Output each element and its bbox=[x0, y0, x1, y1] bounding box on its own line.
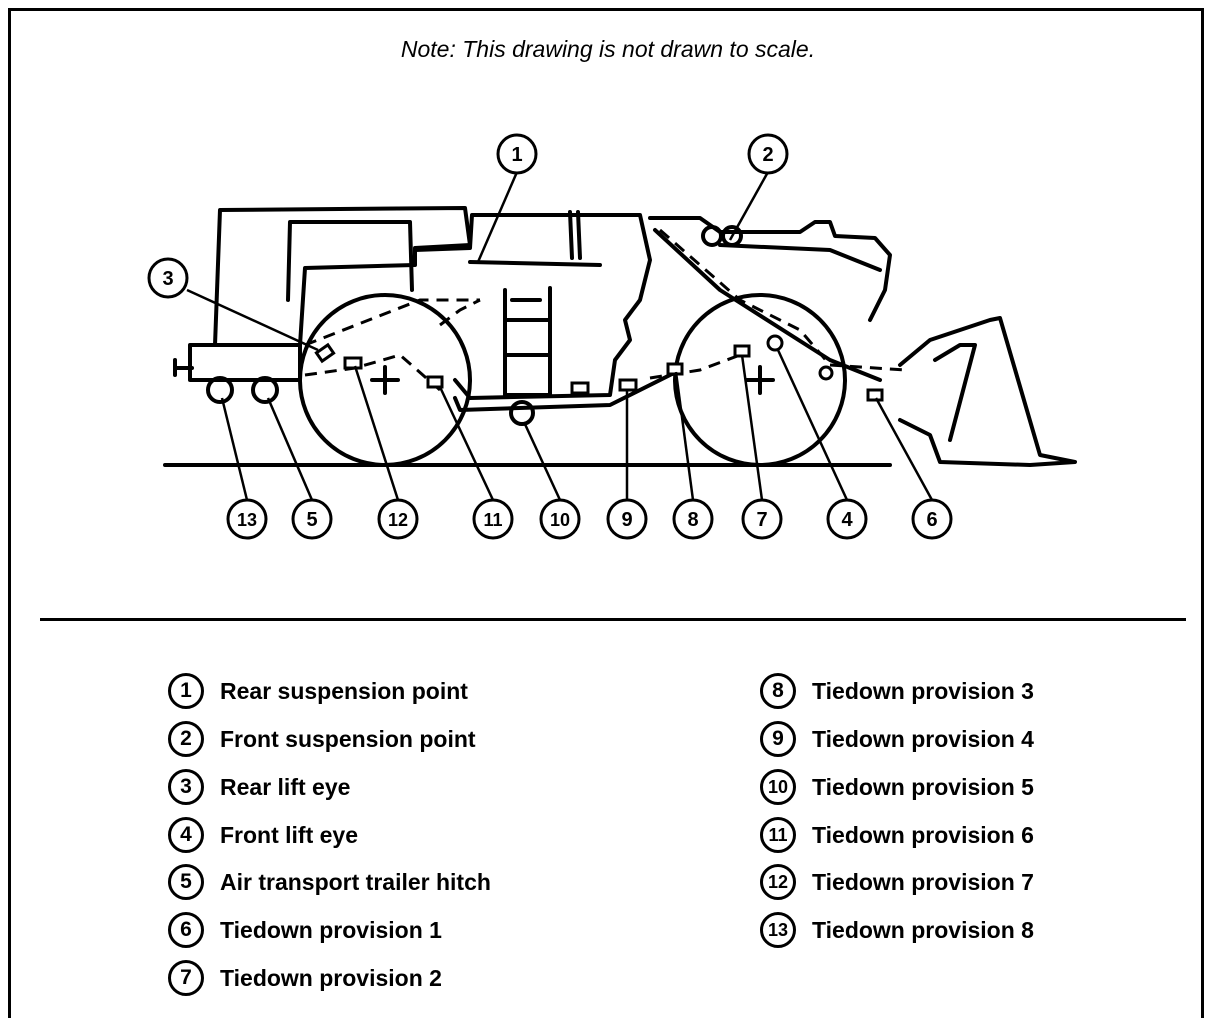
legend-label: Front suspension point bbox=[220, 725, 476, 752]
legend-item: 6 Tiedown provision 1 bbox=[168, 910, 442, 950]
rear-inner-housing bbox=[286, 220, 414, 302]
callout-6-circle bbox=[911, 498, 953, 540]
legend-item: 1 Rear suspension point bbox=[168, 671, 468, 711]
legend-label: Rear suspension point bbox=[220, 677, 468, 704]
legend-item: 2 Front suspension point bbox=[168, 719, 476, 759]
legend-label: Rear lift eye bbox=[220, 773, 351, 800]
callout-4: 4 bbox=[841, 509, 853, 531]
frame-rail bbox=[453, 368, 682, 412]
callout-5-circle bbox=[291, 498, 333, 540]
legend-item: 9 Tiedown provision 4 bbox=[760, 719, 1034, 759]
legend-label: Tiedown provision 5 bbox=[812, 773, 1034, 800]
legend-label: Tiedown provision 2 bbox=[220, 964, 442, 991]
legend-item: 5 Air transport trailer hitch bbox=[168, 862, 491, 902]
diagram-frame bbox=[8, 8, 1204, 1018]
callout-3: 3 bbox=[162, 268, 173, 290]
legend-number: 12 bbox=[760, 864, 796, 900]
loader-arm bbox=[648, 216, 892, 322]
legend-label: Front lift eye bbox=[220, 821, 359, 848]
bucket bbox=[898, 316, 1077, 467]
callout-8: 8 bbox=[687, 509, 698, 531]
hitch-wheel-front bbox=[251, 376, 279, 404]
callout-2: 2 bbox=[762, 144, 773, 166]
callout-13-circle bbox=[226, 498, 268, 540]
callout-10-circle bbox=[539, 498, 581, 540]
loader-drawing: 1 2 3 13 5 12 11 10 9 8 7 4 6 bbox=[147, 133, 1077, 540]
callout-12: 12 bbox=[388, 510, 408, 530]
callout-7: 7 bbox=[756, 509, 767, 531]
rear-bumper bbox=[188, 343, 302, 382]
callout-2-circle bbox=[747, 133, 789, 175]
callout-11: 11 bbox=[483, 510, 502, 530]
rear-wheel bbox=[298, 293, 472, 467]
legend-item: 8 Tiedown provision 3 bbox=[760, 671, 1034, 711]
legend-number: 5 bbox=[168, 864, 204, 900]
hitch-wheel-rear bbox=[206, 376, 234, 404]
section-divider bbox=[40, 618, 1186, 621]
main-body bbox=[413, 213, 652, 400]
legend-item: 3 Rear lift eye bbox=[168, 767, 350, 807]
legend-label: Tiedown provision 6 bbox=[812, 821, 1034, 848]
legend-number: 11 bbox=[760, 817, 796, 853]
legend-label: Air transport trailer hitch bbox=[220, 868, 491, 895]
legend-number: 6 bbox=[168, 912, 204, 948]
legend-item: 10 Tiedown provision 5 bbox=[760, 767, 1034, 807]
legend-label: Tiedown provision 4 bbox=[812, 725, 1034, 752]
callout-11-circle bbox=[472, 498, 514, 540]
legend-number: 9 bbox=[760, 721, 796, 757]
callout-12-circle bbox=[377, 498, 419, 540]
ladder bbox=[503, 286, 552, 397]
legend-number: 4 bbox=[168, 817, 204, 853]
callout-10: 10 bbox=[550, 510, 570, 530]
callout-9: 9 bbox=[621, 509, 632, 531]
callout-5: 5 bbox=[306, 509, 317, 531]
legend-item: 4 Front lift eye bbox=[168, 815, 358, 855]
legend-number: 1 bbox=[168, 673, 204, 709]
legend-label: Tiedown provision 8 bbox=[812, 916, 1034, 943]
callout-8-circle bbox=[672, 498, 714, 540]
callout-13: 13 bbox=[237, 510, 257, 530]
legend-label: Tiedown provision 1 bbox=[220, 916, 442, 943]
legend-number: 3 bbox=[168, 769, 204, 805]
boom bbox=[653, 228, 882, 382]
callout-4-circle bbox=[826, 498, 868, 540]
legend-item: 11 Tiedown provision 6 bbox=[760, 815, 1034, 855]
legend-item: 12 Tiedown provision 7 bbox=[760, 862, 1034, 902]
belly-roller bbox=[509, 400, 535, 426]
legend-number: 8 bbox=[760, 673, 796, 709]
callout-7-circle bbox=[741, 498, 783, 540]
legend-label: Tiedown provision 7 bbox=[812, 868, 1034, 895]
legend-number: 2 bbox=[168, 721, 204, 757]
callout-6: 6 bbox=[926, 509, 937, 531]
rear-housing bbox=[213, 206, 472, 347]
callout-9-circle bbox=[606, 498, 648, 540]
legend-item: 7 Tiedown provision 2 bbox=[168, 958, 442, 998]
legend-label: Tiedown provision 3 bbox=[812, 677, 1034, 704]
front-wheel bbox=[673, 293, 847, 467]
scale-note: Note: This drawing is not drawn to scale… bbox=[400, 36, 816, 62]
legend-number: 13 bbox=[760, 912, 796, 948]
legend-item: 13 Tiedown provision 8 bbox=[760, 910, 1034, 950]
legend-number: 10 bbox=[760, 769, 796, 805]
legend-number: 7 bbox=[168, 960, 204, 996]
callout-3-circle bbox=[147, 257, 189, 299]
callout-1: 1 bbox=[511, 144, 522, 166]
callout-1-circle bbox=[496, 133, 538, 175]
